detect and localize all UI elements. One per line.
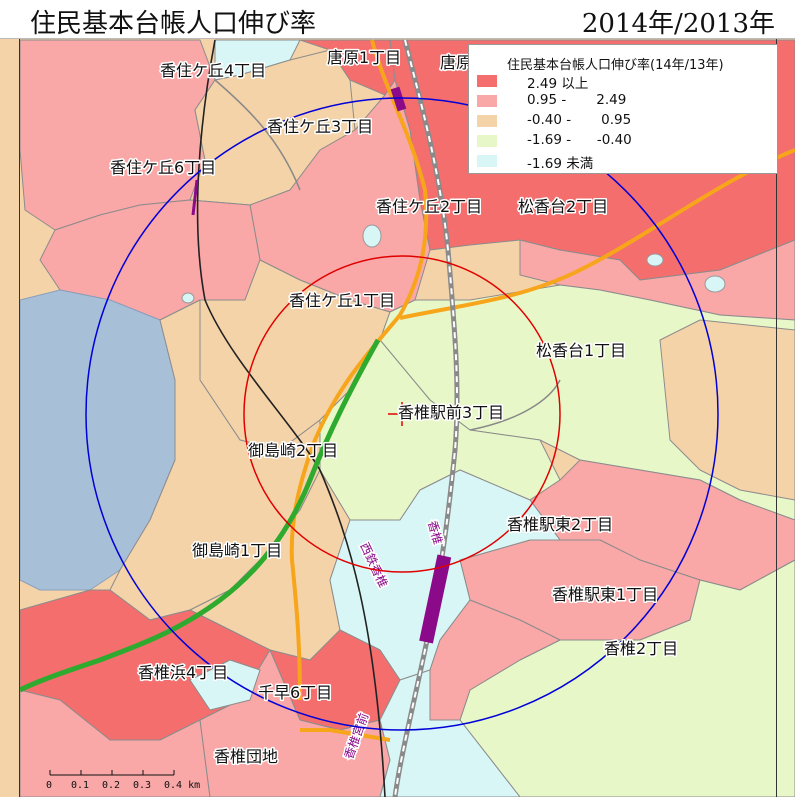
pond-1	[362, 224, 382, 248]
scale-bar: 0 0.1 0.2 0.3 0.4 km	[46, 770, 200, 791]
map-title: 住民基本台帳人口伸び率	[30, 9, 317, 39]
pond-3	[704, 275, 726, 293]
district-small-cyan	[189, 659, 261, 711]
label-kashii-2: 香椎2丁目	[604, 639, 678, 658]
label-kashiihama-4: 香椎浜4丁目	[138, 663, 228, 682]
railway-jr-dash	[394, 39, 459, 797]
district-southwest-pink	[19, 689, 211, 797]
railway-magenta-west	[191, 179, 199, 216]
label-mishimazaki-1: 御島崎1丁目	[192, 541, 282, 560]
legend-range-3: -0.40 - 0.95	[527, 112, 632, 128]
legend-swatch-1	[477, 75, 497, 87]
scale-tick-4: 0.4 km	[164, 780, 200, 791]
label-shokadai-2: 松香台2丁目	[518, 197, 608, 216]
label-kashiiekihigashi-2: 香椎駅東2丁目	[507, 515, 613, 534]
legend-range-4: -1.69 - -0.40	[527, 132, 632, 148]
road-orange-south	[300, 728, 391, 742]
center-marker	[388, 402, 416, 426]
place-labels: 香住ケ丘4丁目 唐原1丁目 唐原 香住ケ丘3丁目 香住ケ丘6丁目 香住ケ丘2丁目…	[109, 47, 680, 768]
district-east-beige	[659, 319, 795, 501]
label-kasumigaoka-4: 香住ケ丘4丁目	[160, 61, 266, 80]
label-kasumigaoka-3: 香住ケ丘3丁目	[267, 117, 373, 136]
ponds	[181, 224, 726, 304]
label-kashiidanchi: 香椎団地	[214, 747, 278, 766]
roads	[214, 39, 795, 742]
legend-row-3: -0.40 - 0.95	[475, 112, 765, 130]
scale-tick-1: 0.1	[71, 780, 89, 791]
legend-range-1: 2.49 以上	[527, 76, 589, 92]
road-gray-1	[214, 79, 301, 191]
road-gray-2	[469, 379, 561, 431]
map-period: 2014年/2013年	[581, 9, 775, 39]
label-mishimazaki-2: 御島崎2丁目	[248, 441, 338, 460]
label-chihaya-6: 千早6丁目	[258, 683, 332, 702]
label-karahara-1: 唐原1丁目	[327, 48, 401, 67]
legend: 住民基本台帳人口伸び率(14年/13年) 2.49 以上 0.95 - 2.49…	[468, 44, 778, 174]
legend-row-4: -1.69 - -0.40	[475, 132, 765, 150]
label-kasumigaoka-6: 香住ケ丘6丁目	[110, 158, 216, 177]
pond-2	[181, 292, 195, 304]
railway-black	[196, 39, 386, 797]
legend-row-2: 0.95 - 2.49	[475, 92, 765, 110]
scale-tick-0: 0	[46, 780, 52, 791]
label-kashiiekimae-3: 香椎駅前3丁目	[398, 403, 504, 422]
legend-swatch-4	[477, 135, 497, 147]
scale-tick-3: 0.3	[133, 780, 151, 791]
map-header: 住民基本台帳人口伸び率 2014年/2013年	[0, 0, 795, 39]
label-karahara: 唐原	[440, 53, 472, 72]
legend-row-5: -1.69 未満	[475, 152, 765, 172]
scale-tick-2: 0.2	[102, 780, 120, 791]
legend-swatch-2	[477, 95, 497, 107]
railway-green	[18, 338, 381, 693]
inner-radius-circle	[243, 255, 561, 573]
label-kashiiekihigashi-1: 香椎駅東1丁目	[552, 585, 658, 604]
railways	[18, 39, 460, 797]
label-kasumigaoka-1: 香住ケ丘1丁目	[289, 291, 395, 310]
legend-title: 住民基本台帳人口伸び率(14年/13年)	[507, 58, 724, 73]
legend-swatch-5	[477, 155, 497, 167]
label-kasumigaoka-2: 香住ケ丘2丁目	[376, 197, 482, 216]
legend-row-1: 2.49 以上	[475, 72, 765, 92]
station-kashii-platform[interactable]	[419, 554, 452, 644]
railway-magenta-top	[390, 86, 407, 112]
road-orange-east	[399, 148, 795, 320]
legend-swatch-3	[477, 115, 497, 127]
pond-4	[646, 253, 664, 267]
outer-radius-circle	[85, 97, 719, 731]
legend-range-2: 0.95 - 2.49	[527, 92, 627, 108]
label-shokadai-1: 松香台1丁目	[536, 341, 626, 360]
legend-range-5: -1.69 未満	[527, 156, 594, 172]
road-orange-main	[289, 39, 429, 701]
